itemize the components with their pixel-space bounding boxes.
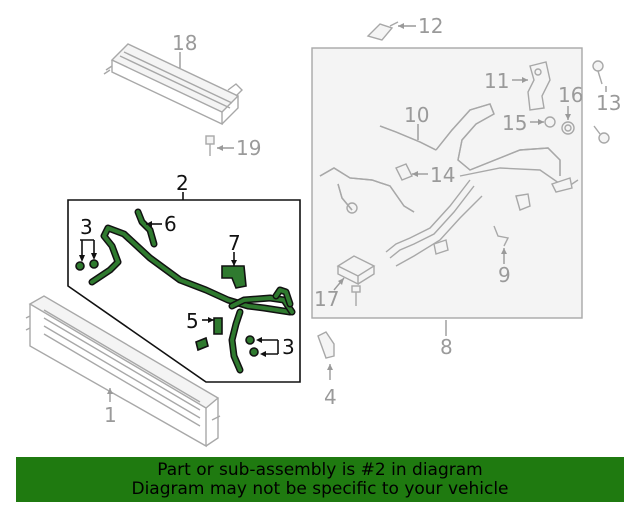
part-17-module (336, 255, 376, 306)
callout-10: 10 (404, 103, 429, 127)
leader-4-arrow (327, 364, 333, 370)
callout-5: 5 (186, 309, 199, 333)
leader-3a-arrow-2 (91, 253, 97, 260)
leader-16-arrow (565, 114, 571, 120)
part-8-hose (319, 167, 415, 214)
callout-13: 13 (596, 91, 621, 115)
part-4-bracket (317, 331, 335, 359)
leader-3b-arrow-1 (256, 337, 262, 343)
callout-8: 8 (440, 335, 453, 359)
part-15-nut (544, 116, 556, 128)
part-16-clip (561, 121, 575, 135)
callout-12: 12 (418, 14, 443, 38)
callout-7: 7 (228, 231, 241, 255)
callout-15: 15 (502, 111, 527, 135)
leader-9-arrow (501, 248, 507, 254)
callout-1: 1 (104, 403, 117, 427)
leader-6-arrow (146, 221, 152, 227)
callout-18: 18 (172, 31, 197, 55)
callout-3-right: 3 (282, 335, 295, 359)
part-13-bolts (592, 60, 610, 144)
part-14-connector (395, 163, 413, 181)
part-1-lower-cooler (25, 295, 221, 448)
part-10-pipe (379, 125, 437, 151)
part-19-bolt (205, 135, 215, 156)
leader-3a-arrow-1 (79, 255, 85, 262)
leader-17-arrow (338, 278, 344, 285)
assembly-2-frame (67, 199, 301, 383)
callout-16: 16 (558, 83, 583, 107)
banner-line-1: Part or sub-assembly is #2 in diagram (157, 460, 483, 480)
part-18-upper-cooler (103, 43, 243, 126)
leader-3b-arrow-2 (260, 351, 266, 357)
callout-3-left: 3 (80, 215, 93, 239)
callout-14: 14 (430, 163, 455, 187)
part-2-cooler-line (75, 208, 296, 374)
callout-6: 6 (164, 212, 177, 236)
callout-11: 11 (484, 69, 509, 93)
part-8-pipe-network (385, 103, 579, 267)
leader-19-arrow (217, 145, 223, 151)
callout-19: 19 (236, 136, 261, 160)
leader-5-arrow (208, 317, 214, 323)
callout-4: 4 (324, 385, 337, 409)
callout-17: 17 (314, 287, 339, 311)
leader-12-arrow (398, 23, 404, 29)
callout-2: 2 (176, 171, 189, 195)
info-banner: Part or sub-assembly is #2 in diagram Di… (16, 457, 624, 502)
leader-1-arrow (107, 388, 113, 394)
leader-15-arrow (538, 119, 544, 125)
banner-line-2: Diagram may not be specific to your vehi… (131, 479, 509, 499)
leader-11-arrow (522, 77, 528, 83)
callout-9: 9 (498, 263, 511, 287)
part-12-sensor (366, 21, 399, 41)
part-11-bracket (527, 61, 551, 111)
leader-7-arrow (231, 260, 237, 266)
leader-14-arrow (412, 171, 418, 177)
part-9-bracket (493, 225, 510, 247)
